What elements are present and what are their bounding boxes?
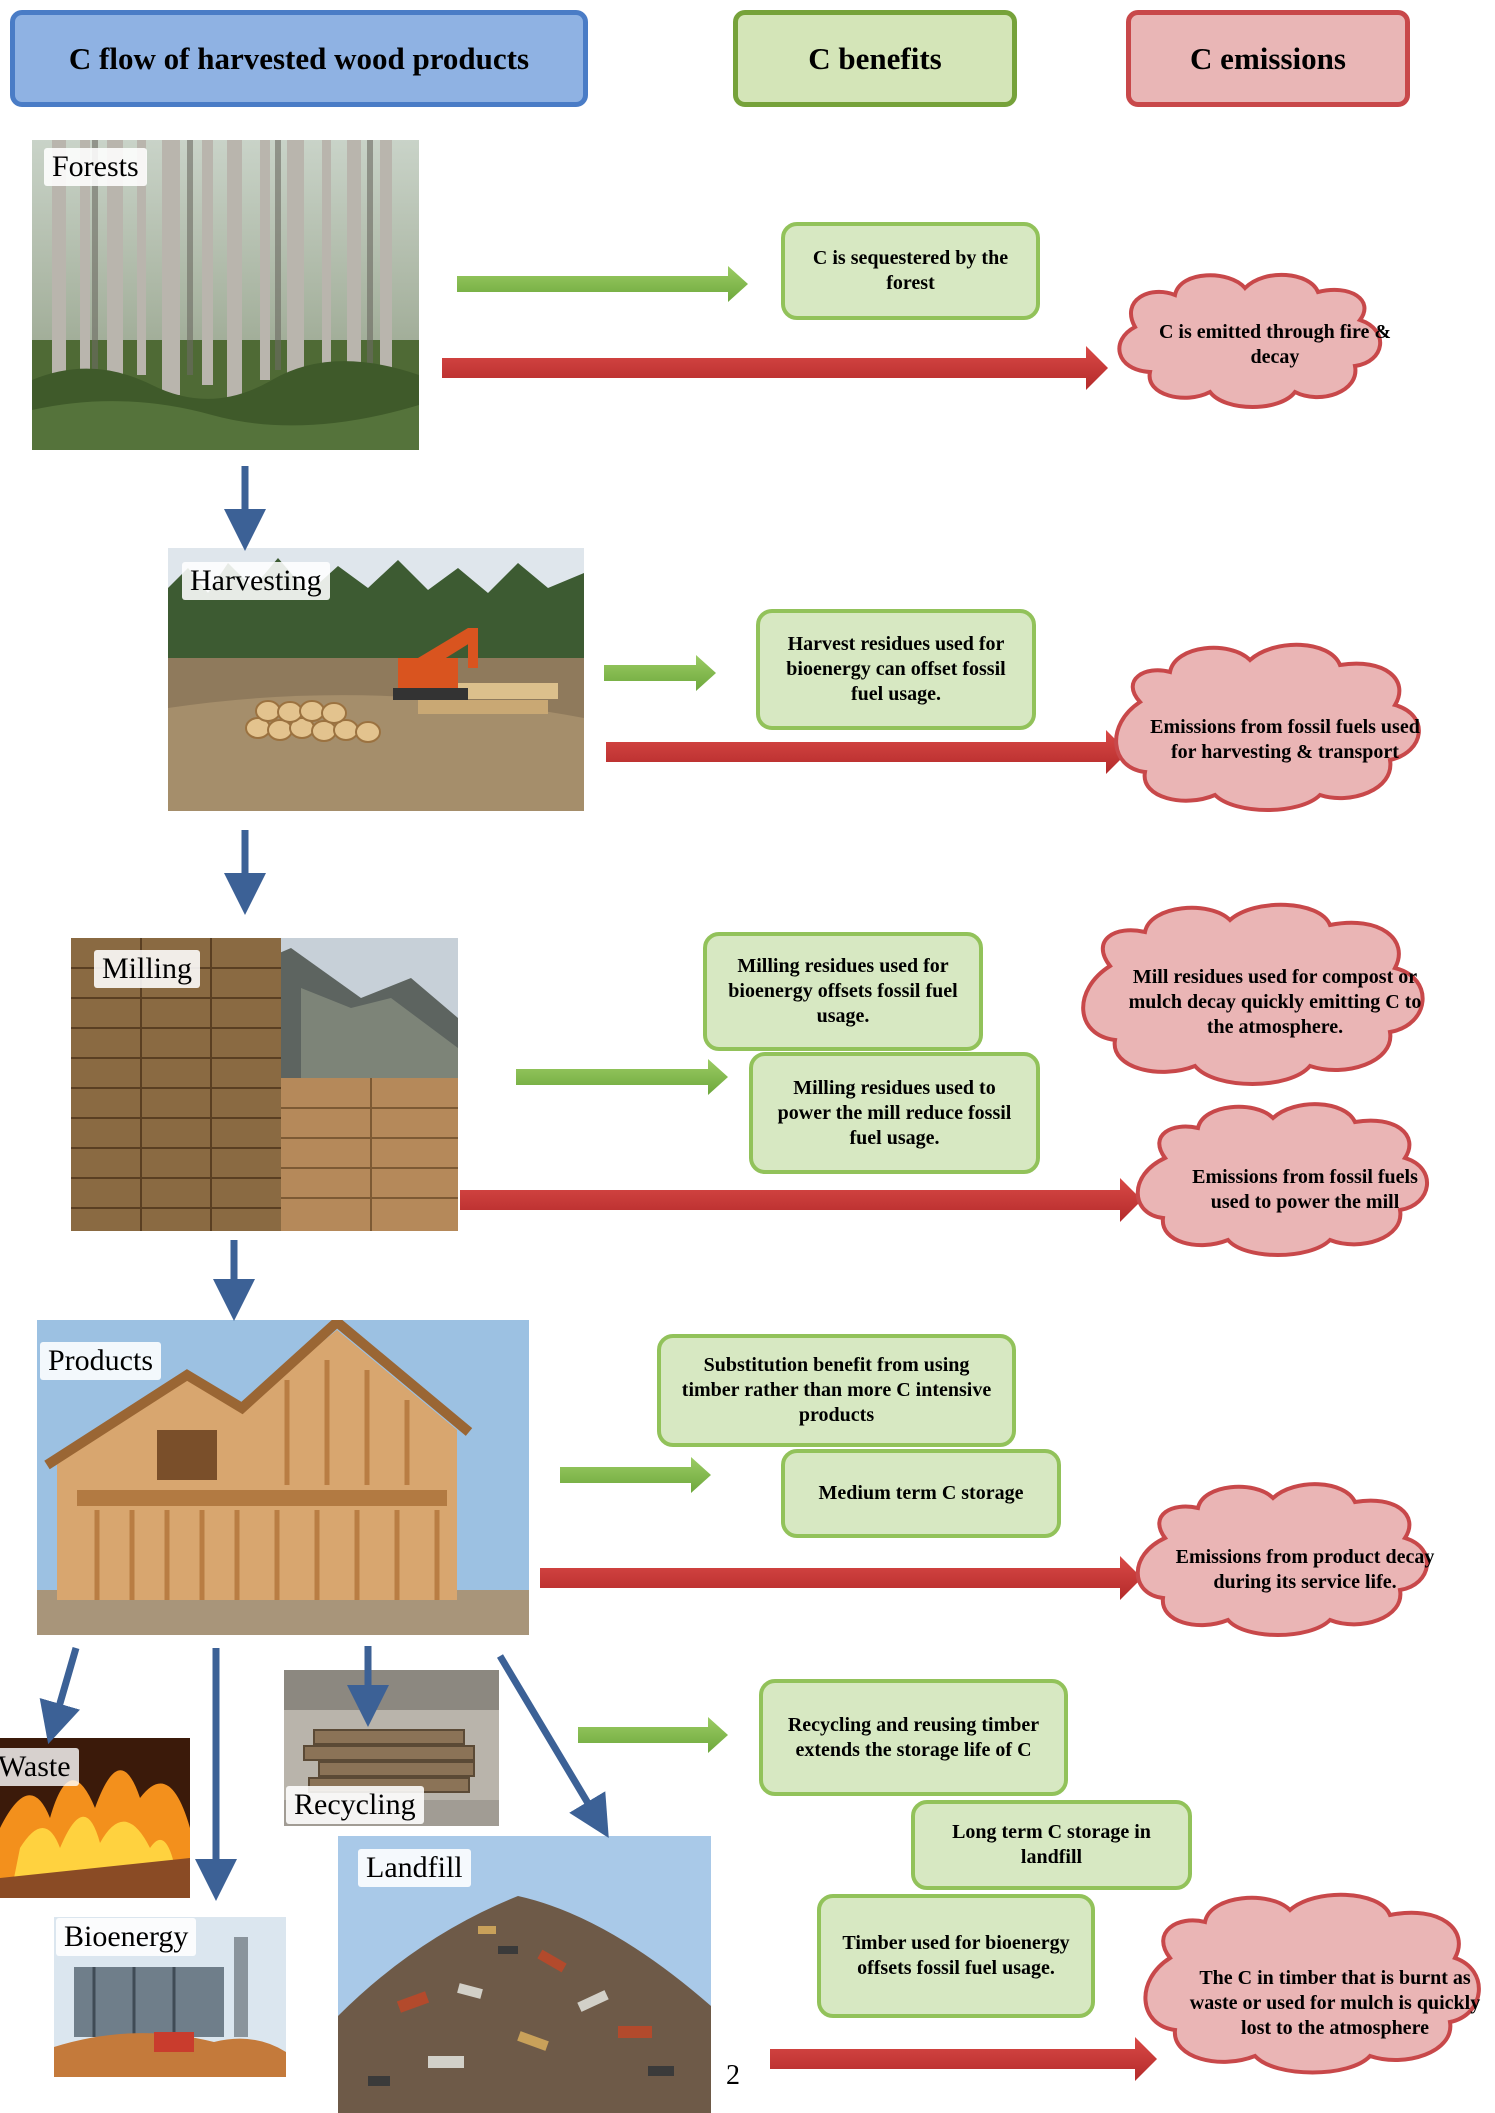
flow-arrow-products-waste	[39, 1647, 81, 1745]
products-label: Products	[40, 1342, 161, 1380]
red-arrow-milling	[460, 1178, 1142, 1222]
flow-arrow-products-landfill	[496, 1654, 609, 1839]
harvesting-photo	[168, 548, 584, 811]
green-arrow-recycling	[578, 1717, 728, 1753]
benefit-medium-storage: Medium term C storage	[781, 1449, 1061, 1538]
emission-mill-power: Emissions from fossil fuels used to powe…	[1192, 1166, 1418, 1213]
green-arrow-milling	[516, 1059, 728, 1095]
benefit-forest-sequestration: C is sequestered by the forest	[781, 222, 1040, 320]
header-carbon-benefits: C benefits	[733, 10, 1017, 107]
benefit-landfill-storage: Long term C storage in landfill	[911, 1800, 1192, 1890]
benefit-timber-bioenergy: Timber used for bioenergy offsets fossil…	[817, 1894, 1095, 2018]
cloud-products-emission	[1135, 1482, 1430, 1637]
emission-product-decay: Emissions from product decay during its …	[1175, 1546, 1435, 1593]
header-carbon-emissions: C emissions	[1126, 10, 1410, 107]
landfill-photo	[338, 1836, 711, 2113]
red-arrow-harvest	[606, 730, 1128, 774]
bioenergy-label: Bioenergy	[56, 1918, 197, 1956]
cloud-forest-emission	[1117, 273, 1382, 409]
emission-forest-fire-decay: C is emitted through fire & decay	[1158, 321, 1391, 368]
emission-mill-residues: Mill residues used for compost or mulch …	[1128, 966, 1422, 1038]
red-arrow-products	[540, 1556, 1142, 1600]
emission-harvest-fossil: Emissions from fossil fuels used for har…	[1150, 716, 1420, 763]
cloud-mill-residue-emission	[1081, 902, 1425, 1086]
red-arrow-forest	[442, 346, 1108, 390]
waste-photo	[0, 1738, 190, 1898]
benefit-recycling: Recycling and reusing timber extends the…	[759, 1679, 1068, 1796]
green-arrow-forest	[457, 266, 748, 302]
emission-waste-mulch: The C in timber that is burnt as waste o…	[1189, 1966, 1481, 2039]
green-arrow-products	[560, 1457, 711, 1493]
green-arrow-harvest	[604, 655, 716, 691]
cloud-mill-power-emission	[1135, 1102, 1430, 1257]
forest-photo	[32, 140, 419, 450]
cloud-harvest-emission	[1114, 642, 1421, 812]
header-carbon-flow: C flow of harvested wood products	[10, 10, 588, 107]
benefit-milling-bioenergy: Milling residues used for bioenergy offs…	[703, 932, 983, 1051]
landfill-label: Landfill	[358, 1849, 471, 1887]
cloud-waste-emission	[1143, 1892, 1481, 2075]
benefit-harvest-residues: Harvest residues used for bioenergy can …	[756, 609, 1036, 730]
page-number: 2	[726, 2060, 740, 2091]
recycling-label: Recycling	[286, 1786, 424, 1824]
waste-label: Waste	[0, 1748, 79, 1786]
benefit-substitution: Substitution benefit from using timber r…	[657, 1334, 1016, 1447]
red-arrow-waste	[770, 2037, 1157, 2081]
forests-label: Forests	[44, 148, 147, 186]
benefit-milling-power: Milling residues used to power the mill …	[749, 1052, 1040, 1174]
harvesting-label: Harvesting	[182, 562, 330, 600]
milling-label: Milling	[94, 950, 201, 988]
